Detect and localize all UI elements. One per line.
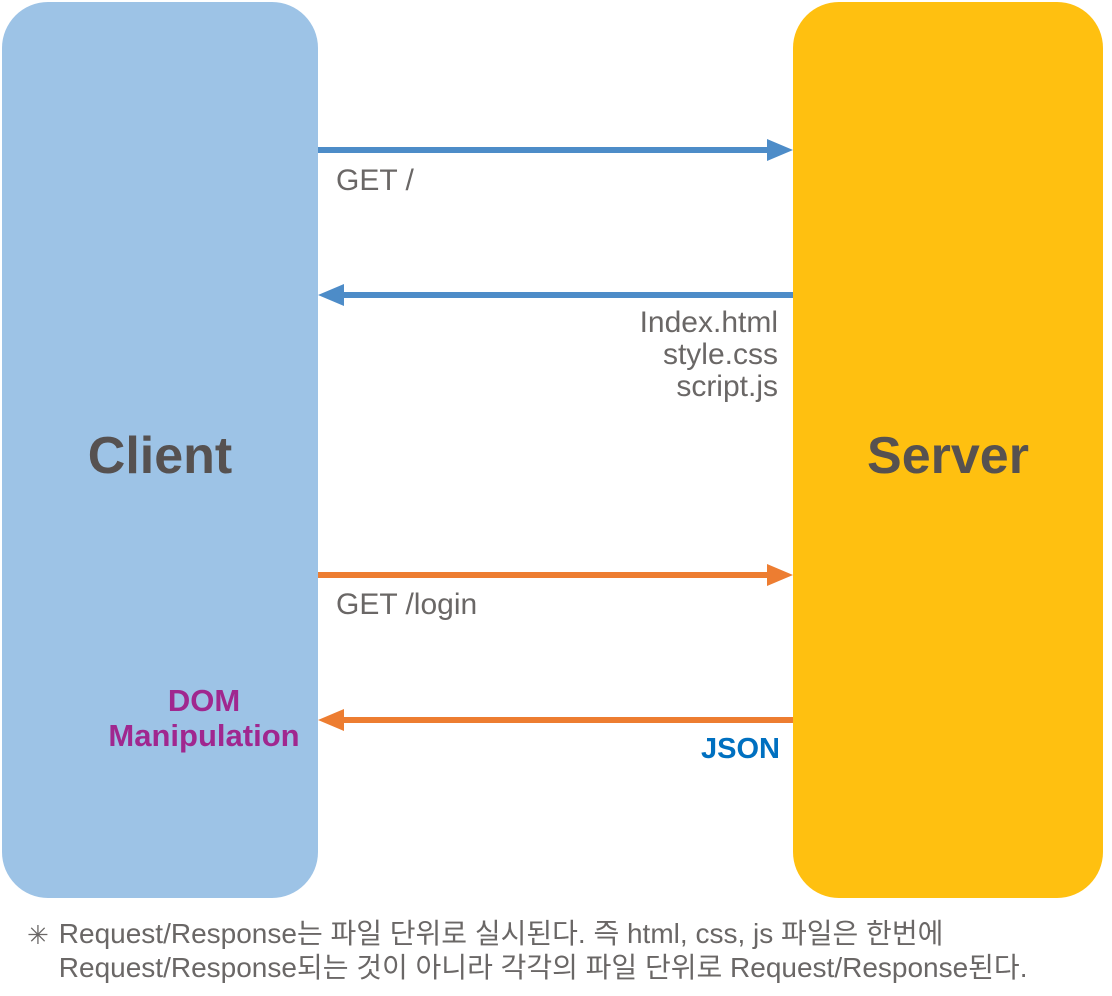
arrow-response-files-line	[344, 292, 793, 298]
response-file-html: Index.html	[639, 306, 778, 339]
client-box: Client	[2, 2, 318, 898]
footnote-line2: Request/Response되는 것이 아니라 각각의 파일 단위로 Req…	[58, 952, 1028, 983]
dom-manipulation-line1: DOM	[167, 683, 241, 718]
arrow-request-root-line	[318, 147, 768, 153]
response-files-label: Index.html style.css script.js	[640, 307, 778, 403]
asterisk-icon: ✳	[27, 920, 49, 950]
footnote-line1: Request/Response는 파일 단위로 실시된다. 즉 html, c…	[58, 918, 944, 949]
response-file-js: script.js	[676, 370, 778, 403]
request-root-label: GET /	[336, 164, 414, 197]
request-login-label: GET /login	[336, 588, 478, 621]
arrowhead-left-icon	[318, 284, 344, 306]
footnote: ✳ Request/Response는 파일 단위로 실시된다. 즉 html,…	[27, 917, 1027, 985]
server-title: Server	[867, 427, 1029, 485]
response-json-label: JSON	[701, 733, 780, 765]
client-title: Client	[87, 427, 233, 485]
dom-manipulation-note: DOM Manipulation	[44, 683, 364, 753]
arrowhead-left-icon	[318, 709, 344, 731]
server-box: Server	[793, 2, 1103, 898]
arrowhead-right-icon	[767, 564, 793, 586]
arrow-response-json-line	[344, 717, 793, 723]
footnote-text: Request/Response는 파일 단위로 실시된다. 즉 html, c…	[59, 917, 1028, 985]
arrow-request-login-line	[318, 572, 768, 578]
dom-manipulation-line2: Manipulation	[108, 718, 300, 753]
arrowhead-right-icon	[767, 139, 793, 161]
response-file-css: style.css	[662, 338, 778, 371]
